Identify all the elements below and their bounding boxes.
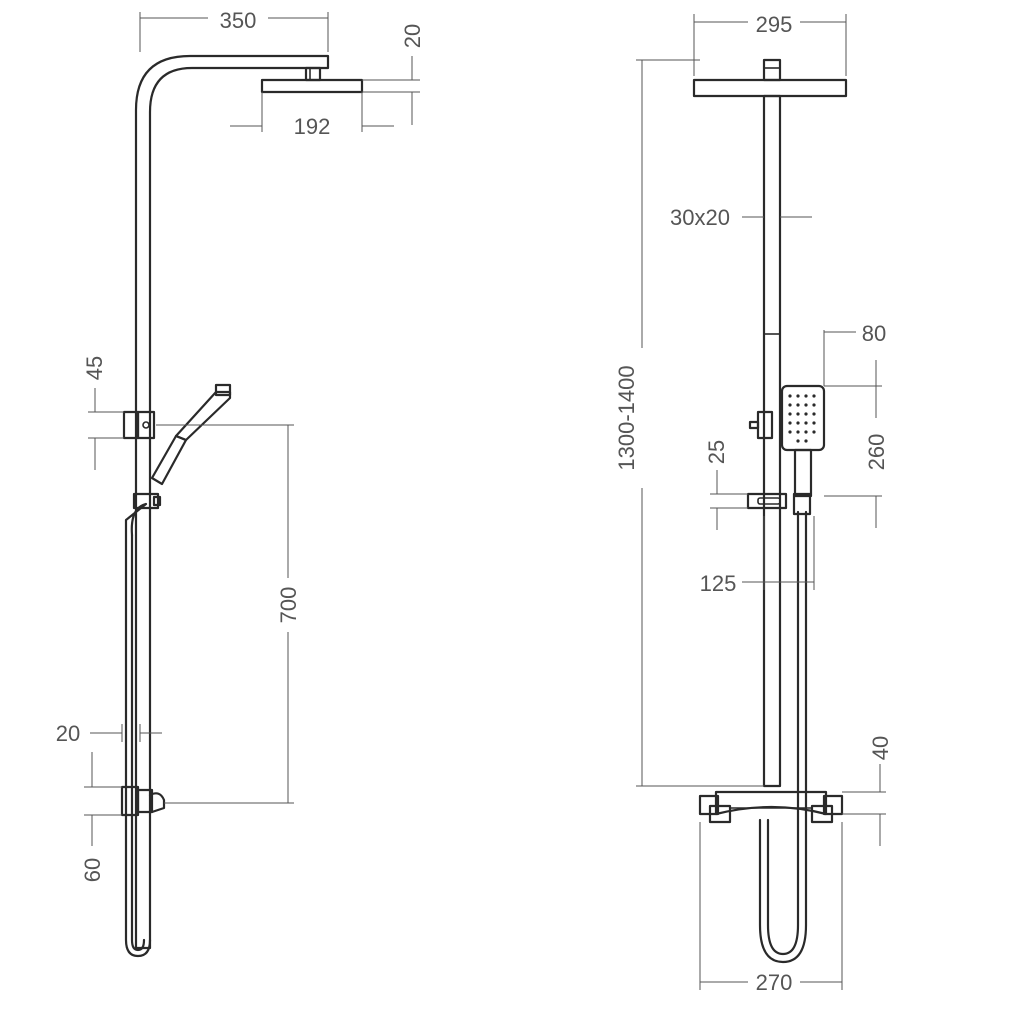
front-head-connector [762, 58, 782, 82]
front-shower-head [692, 78, 848, 98]
front-hand-shower [780, 384, 826, 452]
side-hose [124, 502, 152, 958]
front-thermostatic-valve [714, 790, 828, 816]
dim-label-total-height: 1300-1400 [614, 365, 639, 470]
front-view: 295 30x20 80 1300-1400 25 260 125 [614, 12, 893, 995]
side-view: 350 20 192 45 700 20 [56, 8, 425, 958]
dim-label-front-head-width: 295 [756, 12, 793, 37]
dim-label-upper-bracket: 45 [82, 356, 107, 380]
dim-label-valve-height: 40 [868, 736, 893, 760]
dim-label-head-width: 192 [294, 114, 331, 139]
front-slider-holder [792, 492, 812, 516]
front-hose [766, 510, 800, 956]
dim-label-valve-width: 270 [756, 970, 793, 995]
dim-label-soap-dish-height: 25 [704, 440, 729, 464]
dim-label-lower-bracket: 60 [80, 858, 105, 882]
dim-label-handset-width: 80 [862, 321, 886, 346]
dim-label-slide-range: 700 [276, 587, 301, 624]
side-slider-holder [132, 492, 160, 510]
front-hand-shower-nozzles [788, 394, 816, 443]
dim-label-head-thickness: 20 [400, 24, 425, 48]
dim-label-arm-reach: 350 [220, 8, 257, 33]
side-shower-head [260, 78, 364, 94]
dim-label-holder-offset: 125 [700, 571, 737, 596]
side-riser-arm [134, 54, 330, 950]
side-head-connector [304, 66, 322, 82]
dim-label-handset-length: 260 [864, 434, 889, 471]
front-soap-dish [746, 492, 788, 510]
side-hand-shower [150, 434, 188, 486]
dim-label-pipe-gap: 20 [56, 721, 80, 746]
dim-label-riser-section: 30x20 [670, 205, 730, 230]
front-riser [762, 94, 782, 788]
